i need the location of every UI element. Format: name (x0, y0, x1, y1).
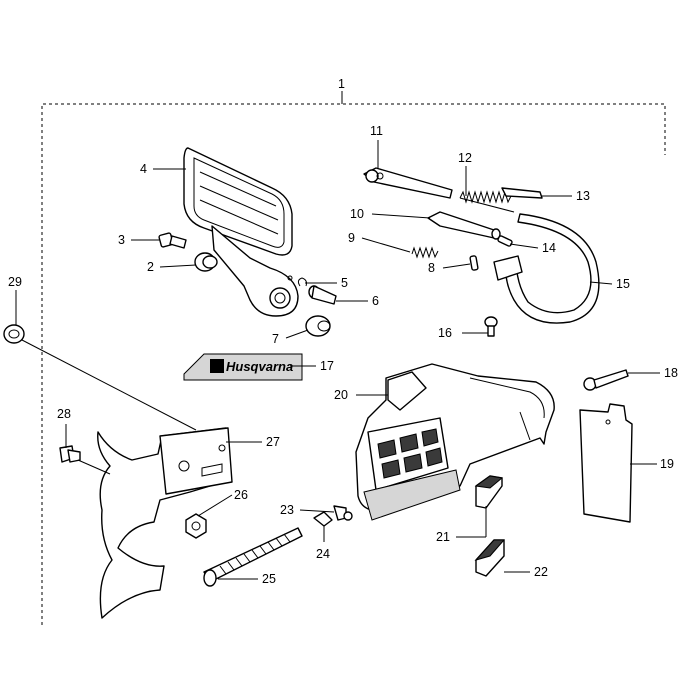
part-3-screw[interactable] (158, 232, 187, 249)
part-20-clutch-cover[interactable] (355, 363, 555, 521)
callout-16: 16 (438, 326, 452, 340)
part-14-pin[interactable] (497, 235, 513, 247)
part-28-stud[interactable] (59, 445, 81, 463)
part-26-nut[interactable] (185, 513, 207, 539)
brand-logo-icon (210, 359, 224, 373)
part-17-decal[interactable]: Husqvarna (183, 353, 303, 381)
callout-5: 5 (341, 276, 348, 290)
callout-14: 14 (542, 241, 556, 255)
assembly-callout: 1 (338, 77, 345, 91)
leader-lines (15, 140, 660, 580)
part-8-pin[interactable] (469, 255, 479, 271)
callout-12: 12 (458, 151, 472, 165)
part-5-circlip[interactable] (297, 277, 307, 287)
part-10-lever[interactable] (427, 211, 501, 240)
part-24-nut[interactable] (313, 511, 333, 527)
assembly-frame: 1 (41, 77, 666, 625)
part-15-brake-band[interactable] (493, 213, 600, 324)
part-29-nut[interactable] (3, 324, 25, 344)
callout-9: 9 (348, 231, 355, 245)
callout-23: 23 (280, 503, 294, 517)
callout-10: 10 (350, 207, 364, 221)
callout-22: 22 (534, 565, 548, 579)
part-21-cover[interactable] (474, 475, 504, 509)
callout-18: 18 (664, 366, 678, 380)
callout-11: 11 (370, 124, 383, 138)
callout-26: 26 (234, 488, 248, 502)
part-4-hand-guard[interactable] (183, 147, 299, 317)
callout-29: 29 (8, 275, 22, 289)
callout-13: 13 (576, 189, 590, 203)
part-22-cover[interactable] (474, 539, 506, 577)
callout-19: 19 (660, 457, 674, 471)
part-25-tensioner-screw[interactable] (203, 527, 303, 587)
callout-28: 28 (57, 407, 71, 421)
part-13-key[interactable] (501, 187, 543, 199)
part-19-plate[interactable] (579, 403, 633, 523)
part-2-bushing[interactable] (194, 252, 218, 272)
callout-17: 17 (320, 359, 334, 373)
callout-25: 25 (262, 572, 276, 586)
part-11-link-rod[interactable] (363, 167, 453, 199)
callout-20: 20 (334, 388, 348, 402)
callout-6: 6 (372, 294, 379, 308)
callout-21: 21 (436, 530, 450, 544)
part-18-screw[interactable] (583, 369, 629, 391)
callout-labels: 4 3 2 5 6 7 11 12 13 10 9 14 8 15 16 17 … (8, 124, 678, 586)
callout-24: 24 (316, 547, 330, 561)
callout-2: 2 (147, 260, 154, 274)
part-16-screw[interactable] (484, 316, 498, 337)
callout-15: 15 (616, 277, 630, 291)
callout-7: 7 (272, 332, 279, 346)
part-12-spring[interactable] (459, 190, 515, 213)
part-23-screw[interactable] (333, 505, 353, 521)
callout-3: 3 (118, 233, 125, 247)
part-7-spacer[interactable] (305, 315, 331, 337)
decal-brand-text: Husqvarna (226, 359, 293, 374)
part-9-spring[interactable] (411, 246, 439, 259)
callout-8: 8 (428, 261, 435, 275)
part-6-pin[interactable] (308, 285, 337, 305)
part-27-bumper-spike[interactable] (97, 427, 233, 619)
callout-27: 27 (266, 435, 280, 449)
callout-4: 4 (140, 162, 147, 176)
